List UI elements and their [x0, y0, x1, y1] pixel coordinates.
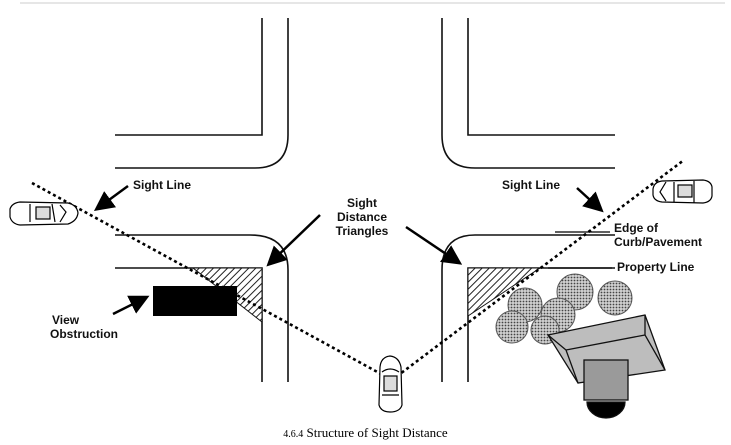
house: [546, 314, 666, 419]
tree: [597, 280, 633, 316]
house-roof-ridge: [547, 315, 666, 384]
label-line: View: [52, 313, 80, 327]
label-sight-distance-triangles: Sight Distance Triangles: [326, 196, 398, 238]
upper-right-inner: [467, 18, 615, 136]
arrow-view-obstruction: [112, 295, 150, 316]
sight-line-left: [31, 181, 393, 382]
label-line: Obstruction: [50, 327, 118, 341]
arrows: [93, 184, 612, 316]
label-line: Triangles: [335, 224, 389, 238]
car-right: [652, 179, 713, 204]
label-line: Edge of: [614, 221, 658, 235]
label-view-obstruction: View Obstruction: [50, 313, 118, 341]
arrow-triangle-right: [405, 225, 463, 265]
road-edges: [115, 18, 615, 382]
curb-lower-right: [441, 234, 615, 382]
label-sight-line-left: Sight Line: [133, 178, 191, 192]
caption-number: 4.6.4: [283, 429, 304, 440]
label-sight-line-right: Sight Line: [502, 178, 560, 192]
arrow-triangle-left: [266, 214, 321, 267]
house-annex: [583, 359, 629, 401]
curb-lower-left: [115, 234, 289, 382]
upper-left-inner: [115, 18, 263, 136]
sight-line-right: [391, 158, 685, 382]
label-property-line: Property Line: [617, 260, 695, 274]
arrow-sight-line-left: [93, 184, 129, 211]
car-left: [9, 201, 79, 226]
curb-upper-right: [441, 18, 615, 169]
label-line: Curb/Pavement: [614, 235, 703, 249]
car-bottom: [378, 355, 403, 413]
arrow-sight-line-right: [576, 187, 604, 213]
label-line: Distance: [336, 210, 388, 224]
label-line: Sight: [347, 196, 377, 210]
tree: [495, 310, 529, 344]
caption-text: Structure of Sight Distance: [306, 425, 448, 440]
sight-triangle-right: [467, 267, 542, 317]
trees: [495, 273, 633, 345]
figure-caption: 4.6.4 Structure of Sight Distance: [0, 425, 731, 441]
house-porch: [586, 401, 626, 419]
curb-upper-left: [115, 18, 289, 169]
view-obstruction-box: [153, 286, 237, 316]
label-edge-of-curb: Edge of Curb/Pavement: [614, 221, 702, 249]
